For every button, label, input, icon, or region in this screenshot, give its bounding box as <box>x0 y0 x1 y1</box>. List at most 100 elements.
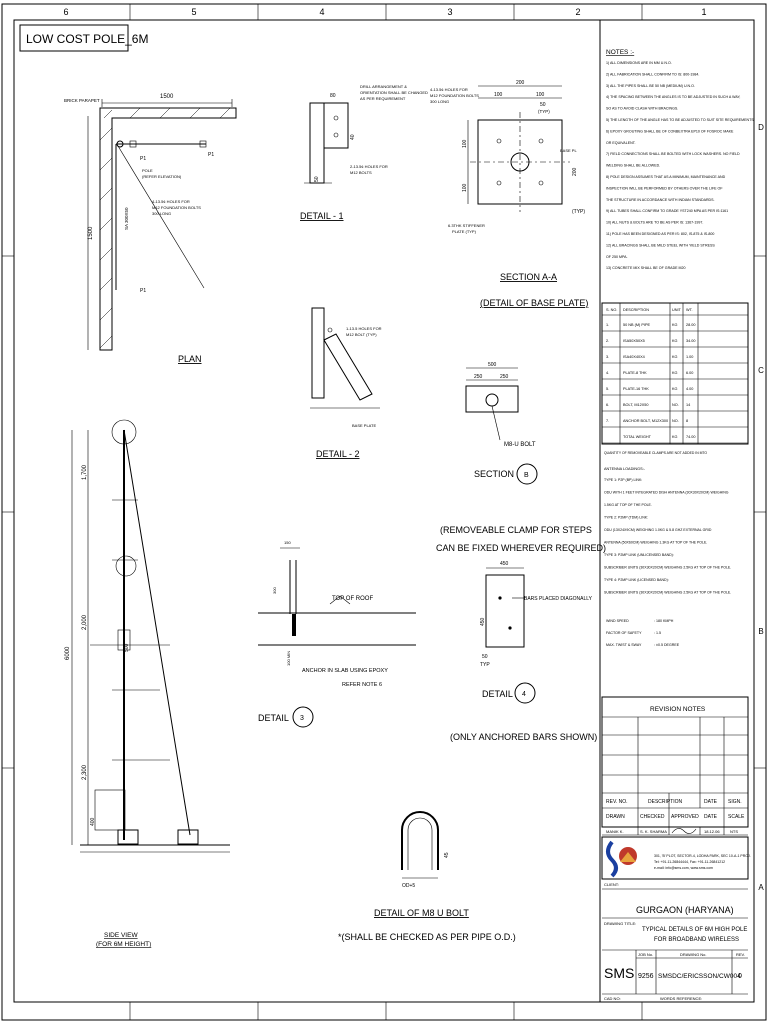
bom-header-cell: UNIT <box>672 308 682 312</box>
antenna-line: TYPE 2: P2MP (TDM) LINK: <box>604 516 648 520</box>
sec-aa-holes-3: 300 LONG <box>430 99 449 104</box>
company-line-1: 301, 'B' PLOT, SECTOR-4, LODHA PARK, SEC… <box>654 854 751 858</box>
sec-b-title: SECTION <box>474 469 514 479</box>
detail-3: 150 300 100 MIN TOP OF ROOF ANCHOR IN SL… <box>258 540 416 728</box>
bom-cell: KG <box>672 323 678 327</box>
bom-cell: PLATE-16 THK <box>623 387 649 391</box>
detail1-dim-80: 80 <box>330 93 336 99</box>
side-view-subtitle: (FOR 6M HEIGHT) <box>96 941 151 948</box>
detail4-title: DETAIL <box>482 689 513 699</box>
detail1-note-2: ORIENTATION SHALL BE CHANGED <box>360 90 428 95</box>
sec-aa-base-pl: BASE PL <box>560 148 577 153</box>
bom-cell: 34.00 <box>686 339 696 343</box>
detail3-marker: 3 <box>300 715 304 722</box>
bom-cell: 5. <box>606 387 609 391</box>
grid-label-4: 4 <box>319 7 324 17</box>
ubolt-title: DETAIL OF M8 U BOLT <box>374 908 469 918</box>
notes-heading: NOTES :- <box>606 49 634 56</box>
plan-wall <box>99 107 237 351</box>
note-line: 2) ALL FABRICATION SHALL CONFIRM TO IS: … <box>606 72 699 76</box>
detail3-dim-150: 150 <box>284 540 291 545</box>
antenna-line: SUBSCRIBER UNITS (30X30X20CM) WEIGHING 2… <box>604 566 731 570</box>
bom-cell: 4.00 <box>686 387 693 391</box>
detail4-note: (ONLY ANCHORED BARS SHOWN) <box>450 732 597 742</box>
plan-holes-note-3: 300 LONG <box>152 211 171 216</box>
detail3-title: DETAIL <box>258 713 289 723</box>
antenna-param-label: FACTOR OF SAFETY <box>606 631 642 635</box>
detail2-holes-1: 1-13.5 HOLES FOR <box>346 326 382 331</box>
company-line-3: e-mail: info@sms.com, www.sms.com <box>654 866 713 870</box>
detail-4: 450 BARS PLACED DIAGONALLY 450 50 TYP DE… <box>450 561 597 742</box>
rev-col-no: REV. NO. <box>606 799 628 805</box>
job-no: 9256 <box>638 973 654 980</box>
ubolt-note: *(SHALL BE CHECKED AS PER PIPE O.D.) <box>338 932 516 942</box>
antenna-line: SUBSCRIBER UNITS (30X30X20CM) WEIGHING 2… <box>604 591 731 595</box>
antenna-line: TYPE 3: P2MP LINK (UNLICENSED BAND): <box>604 553 674 557</box>
antenna-param-value: : ±0.5 DEGREE <box>654 643 680 647</box>
bom-cell: NO. <box>672 419 679 423</box>
grid-label-1: 1 <box>701 7 706 17</box>
note-line: INSPECTION WILL BE PERFORMED BY OTHERS O… <box>606 186 723 190</box>
sec-aa-dim-200: 200 <box>516 80 525 86</box>
grid-label-3: 3 <box>447 7 452 17</box>
note-line: 10) ALL NUTS & BOLTS ARE TO BE AS PER IS… <box>606 221 703 225</box>
bom-header-cell: WT. <box>686 308 693 312</box>
grid-label-a: A <box>758 883 764 892</box>
side-dim-2000: 2,000 <box>82 614 88 630</box>
bom-cell: KG <box>672 371 678 375</box>
note-line: 3) ALL THE PIPES SHALL BE 50 NB (MEDIUM)… <box>606 84 695 88</box>
sec-aa-dim-50: 50 <box>540 102 546 108</box>
bom-cell: KG <box>672 339 678 343</box>
detail1-holes: 2-13.5¢ HOLES FOR <box>350 164 388 169</box>
plan-title: PLAN <box>178 354 202 364</box>
bom-cell: BOLT, M12X50 <box>623 403 648 407</box>
note-line: OR EQUIVALENT. <box>606 141 636 145</box>
sec-b-marker: B <box>524 472 529 479</box>
plan-dim-side: 1500 <box>88 226 94 240</box>
drawing-title-2: FOR BROADBAND WIRELESS <box>654 937 739 943</box>
plan-p1-b: P1 <box>208 152 214 158</box>
bom-cell: 74.00 <box>686 435 696 439</box>
detail2-holes-2: M12 BOLT (TYP) <box>346 332 377 337</box>
bom-cell: KG <box>672 435 678 439</box>
detail3-anchor-2: REFER NOTE 6 <box>342 682 382 688</box>
antenna-line: ANTENNA (50X60CM) WEIGHING 1.3KG AT TOP … <box>604 541 707 545</box>
note-line: SO AS TO AVOID CLASH WITH BRACINGS. <box>606 107 678 111</box>
grid-label-c: C <box>758 366 764 375</box>
rev-no: 0 <box>738 973 742 980</box>
sign-scale: SCALE <box>728 814 745 820</box>
sec-aa-dim-v1: 100 <box>462 139 468 148</box>
side-dim-2300: 2,300 <box>82 764 88 780</box>
sec-aa-dim-100a: 100 <box>494 92 503 98</box>
detail3-dim-300: 300 <box>272 587 277 594</box>
plan-p1-a: P1 <box>140 156 146 162</box>
sec-aa-dim-v3: 200 <box>572 167 578 176</box>
ubolt-dim-45: 45 <box>444 852 450 858</box>
sec-b-note-1: (REMOVEABLE CLAMP FOR STEPS <box>440 525 592 535</box>
note-line: 4) THE SPACING BETWEEN THE ANGLES IS TO … <box>606 95 740 99</box>
note-line: 11) POLE HAS BEEN DESIGNED AS PER IS: 80… <box>606 232 714 236</box>
detail4-bars: BARS PLACED DIAGONALLY <box>524 596 593 602</box>
note-line: 12) ALL BRACINGS SHALL BE MILD STEEL WIT… <box>606 243 715 247</box>
plan-dim-diag: SA 300X50 <box>124 207 129 230</box>
words-ref-label: WORDS REFERENCE: <box>660 996 702 1001</box>
bom-table <box>601 302 749 445</box>
bom-cell: ISA50X50X5 <box>623 339 645 343</box>
detail2-base-plate: BASE PLATE <box>352 423 376 428</box>
company-line-2: Tel: +91-11-26844444, Fax: +91-11-268412… <box>654 860 725 864</box>
bom-cell: 3. <box>606 355 609 359</box>
bom-cell: 1. <box>606 323 609 327</box>
bom-cell: PLATE-8 THK <box>623 371 647 375</box>
sms-logo-text: SMS <box>604 965 634 981</box>
rev-col-date: DATE <box>704 799 718 805</box>
plan-refer-elevation: (REFER ELEVATION) <box>142 174 182 179</box>
antenna-line: ODU WITH 1 FEET INTEGRATED DISH ANTENNA … <box>604 491 729 495</box>
bom-cell: 6. <box>606 403 609 407</box>
grid-label-5: 5 <box>191 7 196 17</box>
bom-cell: 28.00 <box>686 323 696 327</box>
drawing-title-label: DRAWING TITLE: <box>604 921 636 926</box>
plan-pole-label: POLE <box>142 168 153 173</box>
note-line: 6) EPOXY GROUTING SHALL BE OF CONBEXTRA … <box>606 129 734 133</box>
